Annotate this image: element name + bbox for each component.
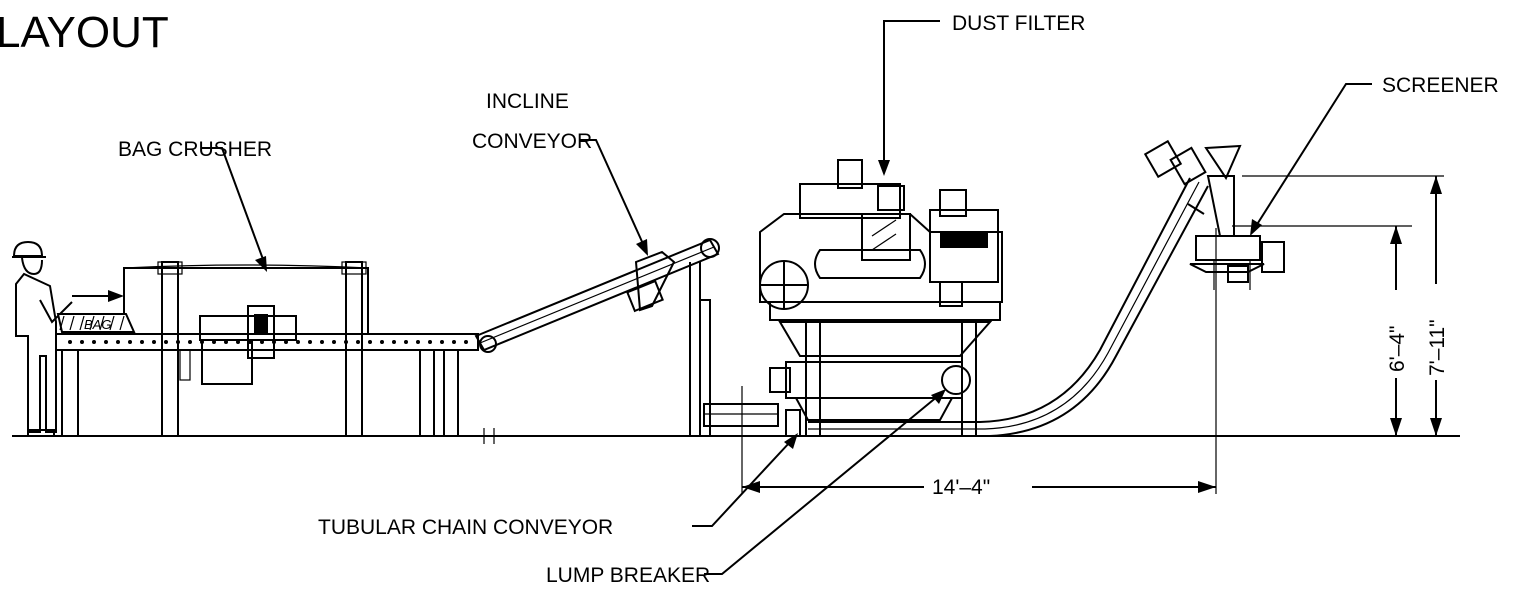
roller-dot (308, 340, 312, 344)
roller-dot (92, 340, 96, 344)
roller-dot (176, 340, 180, 344)
dimension-horizontal: 14'–4" (741, 228, 1217, 499)
roller-dot (368, 340, 372, 344)
incline-conveyor-machine (474, 238, 720, 444)
roller-dot (188, 340, 192, 344)
roller-dot (80, 340, 84, 344)
bag-crusher-label: BAG CRUSHER (118, 138, 272, 161)
lump-breaker-label: LUMP BREAKER (546, 564, 710, 587)
callout-dust-filter: DUST FILTER (878, 12, 1085, 176)
roller-dot (380, 340, 384, 344)
roller-dot (344, 340, 348, 344)
dimension-overall-height-label: 7'–11" (1426, 319, 1449, 376)
tubular-chain-conveyor-machine (808, 139, 1242, 437)
roller-dot (392, 340, 396, 344)
incline-label-line2: CONVEYOR (472, 130, 592, 153)
roller-dot (452, 340, 456, 344)
roller-dot (332, 340, 336, 344)
worker-figure (12, 240, 73, 437)
callout-tubular-chain-conveyor: TUBULAR CHAIN CONVEYOR (318, 433, 798, 539)
feed-arrow (72, 290, 124, 302)
roller-dot (224, 340, 228, 344)
roller-dot (404, 340, 408, 344)
callout-bag-crusher: BAG CRUSHER (118, 138, 272, 272)
roller-dot (356, 340, 360, 344)
roller-dot (440, 340, 444, 344)
roller-dot (428, 340, 432, 344)
roller-dot (272, 340, 276, 344)
dimension-overall-height: 7'–11" (1242, 175, 1449, 436)
incline-label-line1: INCLINE (486, 90, 569, 113)
screener-label: SCREENER (1382, 74, 1499, 97)
roller-dot (164, 340, 168, 344)
callout-lump-breaker: LUMP BREAKER (546, 389, 946, 587)
roller-dot (464, 340, 468, 344)
dust-filter-machine (699, 159, 1003, 437)
bag-label: BAG (84, 317, 111, 332)
roller-dot (260, 340, 264, 344)
roller-dot (200, 340, 204, 344)
roller-dot (212, 340, 216, 344)
roller-dot (140, 340, 144, 344)
dimension-horizontal-label: 14'–4" (932, 476, 990, 499)
roller-dot (236, 340, 240, 344)
tubular-chain-conveyor-label: TUBULAR CHAIN CONVEYOR (318, 516, 613, 539)
screener-machine (1189, 175, 1285, 290)
bag-crusher-machine: BAG (55, 261, 479, 437)
callout-screener: SCREENER (1250, 74, 1499, 236)
roller-dot (320, 340, 324, 344)
roller-dot (104, 340, 108, 344)
dust-filter-label: DUST FILTER (952, 12, 1085, 35)
page-title: LAYOUT (0, 8, 169, 57)
dimension-screener-height-label: 6'–4" (1386, 325, 1409, 372)
roller-dot (68, 340, 72, 344)
dimension-screener-height: 6'–4" (1232, 225, 1412, 436)
roller-dot (116, 340, 120, 344)
roller-dot (284, 340, 288, 344)
roller-dot (248, 340, 252, 344)
roller-dot (128, 340, 132, 344)
callout-incline-conveyor: INCLINE CONVEYOR (472, 90, 648, 256)
roller-dots (68, 340, 468, 344)
roller-dot (152, 340, 156, 344)
roller-dot (296, 340, 300, 344)
roller-dot (416, 340, 420, 344)
